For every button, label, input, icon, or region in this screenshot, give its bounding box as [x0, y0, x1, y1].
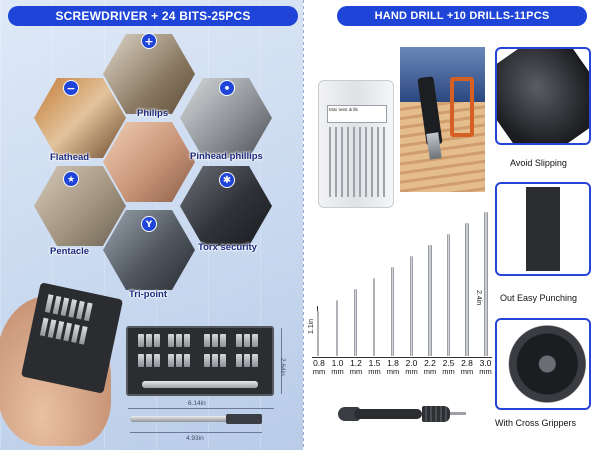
drill-size-label: 1.2 — [350, 358, 362, 368]
drill-unit-label: mm — [442, 367, 455, 376]
label-pentacle: Pentacle — [50, 246, 90, 257]
plus-icon: + — [141, 33, 157, 49]
hex-photo-center — [103, 122, 195, 202]
drill-size-label: 1.0 — [331, 358, 344, 368]
minus-icon: − — [63, 80, 79, 96]
ruler-right-label: 2.4in — [475, 290, 482, 306]
drill-bit — [335, 300, 338, 356]
driver-dimension-line — [130, 432, 262, 433]
hand-drill-banner: HAND DRILL +10 DRILLS-11PCS — [337, 6, 587, 26]
feature-easy-punching-label: Out Easy Punching — [500, 293, 578, 303]
drill-bit — [372, 278, 376, 356]
drill-bit — [354, 289, 357, 356]
drill-unit-label: mm — [405, 367, 418, 376]
bit-case-top-view — [126, 326, 274, 396]
height-dimension: 2.64in — [279, 358, 286, 376]
drill-unit-label: mm — [423, 367, 437, 376]
label-torx-security: Torx security — [198, 242, 257, 253]
drill-size-label: 1.5 — [368, 358, 381, 368]
feature-cross-grippers-photo — [495, 318, 591, 410]
label-philips: Philips — [137, 108, 169, 119]
width-dimension: 6.14in — [188, 400, 206, 407]
drilling-wood-photo — [400, 47, 485, 192]
drill-bit — [409, 256, 413, 356]
drill-unit-label: mm — [386, 367, 400, 376]
drill-unit-label: mm — [479, 367, 492, 376]
drill-size-label: 1.8 — [387, 358, 399, 368]
drill-bit — [317, 311, 319, 356]
drill-unit-label: mm — [349, 367, 363, 376]
drill-size-label: 2.8 — [461, 358, 473, 368]
drill-unit-label: mm — [331, 367, 344, 376]
screwdriver-banner: SCREWDRIVER + 24 BITS-25PCS — [8, 6, 298, 26]
drill-size-label: 2.2 — [424, 358, 436, 368]
panel-divider — [303, 0, 304, 450]
pin-vise-hand-drill — [338, 404, 468, 424]
height-dimension-line — [281, 328, 282, 394]
torx-icon: ✱ — [219, 172, 235, 188]
tri-point-icon: Y — [141, 216, 157, 232]
drill-bit — [391, 267, 394, 356]
drill-size-label: 3.0 — [479, 358, 492, 368]
drill-bit-pack: Mini twist drills — [318, 80, 394, 208]
drill-unit-label: mm — [368, 367, 381, 376]
width-dimension-line — [128, 408, 274, 409]
ruler-left-label: 1.1in — [308, 318, 315, 334]
feature-avoid-slipping-label: Avoid Slipping — [510, 158, 567, 168]
driver-length-dimension: 4.93in — [186, 435, 204, 442]
screwdriver-cap — [226, 414, 262, 424]
screwdriver-panel: + − • ★ ✱ Y Philips Flathead Pinhead phi… — [0, 0, 303, 450]
ruler-baseline — [312, 357, 492, 358]
feature-cross-grippers-label: With Cross Grippers — [495, 418, 577, 428]
label-tri-point: Tri-point — [129, 289, 167, 300]
label-flathead: Flathead — [50, 152, 90, 163]
feature-avoid-slipping-photo — [495, 47, 591, 145]
screwdriver-handle — [130, 416, 262, 422]
drill-unit-label: mm — [312, 367, 326, 376]
label-pinhead-phillips: Pinhead phillips — [190, 151, 263, 162]
drill-bit — [465, 223, 469, 356]
star-icon: ★ — [63, 171, 79, 187]
pack-label: Mini twist drills — [327, 105, 387, 123]
drill-bit — [446, 234, 451, 356]
hex-photo-flathead — [34, 78, 126, 158]
drill-size-label: 2.0 — [405, 358, 418, 368]
feature-easy-punching-photo — [495, 182, 591, 276]
drill-bit — [428, 245, 432, 356]
hex-photo-pentacle — [34, 166, 126, 246]
dot-icon: • — [219, 80, 235, 96]
drill-unit-label: mm — [460, 367, 474, 376]
drill-bit — [483, 212, 488, 356]
drill-size-label: 2.5 — [442, 358, 455, 368]
drill-size-label: 0.8 — [313, 358, 325, 368]
